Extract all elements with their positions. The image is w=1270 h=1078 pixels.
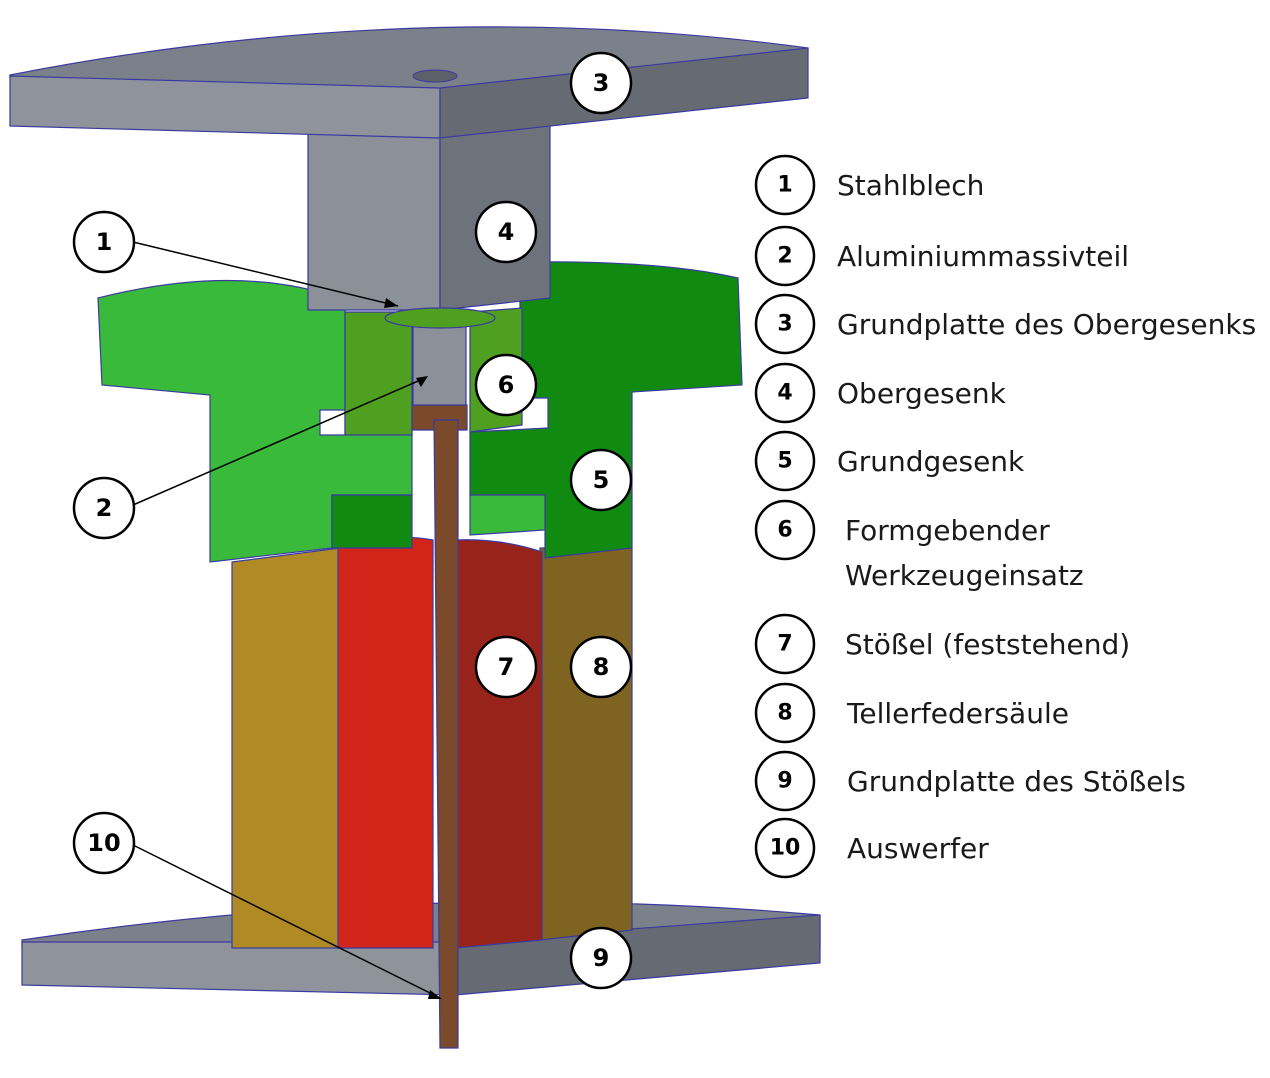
- leader-line-10: [132, 844, 441, 999]
- callout-2-number: 2: [96, 494, 113, 522]
- legend-item-5-label: Grundgesenk: [837, 445, 1025, 478]
- shaping-insert-left: [344, 311, 413, 436]
- legend: 1 Stahlblech 2 Aluminiummassivteil 3 Gru…: [754, 154, 1256, 879]
- ram-left: [337, 536, 434, 949]
- legend-item-4: 4 Obergesenk: [754, 362, 1007, 424]
- lower-die-cavity-right: [469, 494, 546, 536]
- callout-10-number: 10: [87, 829, 120, 857]
- legend-item-6-number: 6: [777, 518, 792, 543]
- lower-die-cavity-left: [331, 494, 413, 549]
- lower-base-plate-front: [21, 941, 456, 996]
- callout-3: 3: [569, 51, 633, 115]
- legend-item-9: 9 Grundplatte des Stößels: [754, 750, 1186, 812]
- legend-item-9-number: 9: [777, 769, 792, 794]
- ejector-pin: [433, 419, 459, 1049]
- steel-sheet: [384, 307, 496, 329]
- leader-line-2: [132, 377, 426, 506]
- upper-die-front: [307, 129, 441, 311]
- legend-item-10: 10 Auswerfer: [754, 817, 989, 879]
- legend-item-2-label: Aluminiummassivteil: [837, 240, 1129, 273]
- legend-item-7-number: 7: [777, 632, 792, 657]
- ejector: [411, 404, 468, 1049]
- ram-right: [454, 539, 543, 949]
- legend-item-10-number: 10: [770, 836, 801, 861]
- legend-item-10-label: Auswerfer: [847, 832, 989, 865]
- callout-8: 8: [569, 635, 633, 699]
- legend-item-5: 5 Grundgesenk: [754, 430, 1025, 492]
- callout-3-number: 3: [593, 69, 610, 97]
- lower-die: [97, 261, 743, 563]
- callout-10: 10: [72, 811, 136, 875]
- legend-item-6: 6 Formgebender Werkzeugeinsatz: [754, 499, 1084, 592]
- callout-5: 5: [569, 448, 633, 512]
- legend-item-8-label: Tellerfedersäule: [846, 697, 1069, 730]
- lower-die-right: [469, 261, 743, 559]
- disc-spring-column-left: [231, 547, 341, 949]
- callout-7: 7: [474, 635, 538, 699]
- upper-base-plate: [9, 26, 809, 139]
- callout-6-number: 6: [498, 371, 515, 399]
- disc-spring-column-right: [539, 547, 633, 941]
- legend-item-4-label: Obergesenk: [837, 377, 1007, 410]
- legend-item-4-number: 4: [777, 381, 792, 406]
- callout-9-number: 9: [593, 944, 610, 972]
- legend-item-6-label-line-2: Werkzeugeinsatz: [845, 559, 1084, 592]
- legend-item-7: 7 Stößel (feststehend): [754, 613, 1130, 675]
- callout-7-number: 7: [498, 653, 515, 681]
- legend-item-7-label: Stößel (feststehend): [845, 628, 1130, 661]
- legend-item-3-number: 3: [777, 312, 792, 337]
- callout-1-number: 1: [96, 228, 113, 256]
- legend-item-6-label-line-1: Formgebender: [845, 514, 1050, 547]
- legend-item-2-number: 2: [777, 244, 792, 269]
- legend-item-2: 2 Aluminiummassivteil: [754, 225, 1129, 287]
- aluminium-part: [412, 317, 467, 409]
- callout-5-number: 5: [593, 466, 610, 494]
- leader-line-1: [132, 241, 399, 307]
- legend-item-1-number: 1: [777, 173, 792, 198]
- leader-lines: [132, 241, 442, 999]
- upper-base-plate-hole: [412, 69, 458, 83]
- callout-4: 4: [474, 200, 538, 264]
- legend-item-3: 3 Grundplatte des Obergesenks: [754, 293, 1256, 355]
- callout-4-number: 4: [498, 218, 515, 246]
- arrowhead-10: [428, 990, 442, 999]
- arrowhead-1: [384, 298, 398, 308]
- callout-2: 2: [72, 476, 136, 540]
- callout-9: 9: [569, 926, 633, 990]
- callout-1: 1: [72, 210, 136, 274]
- legend-item-1-label: Stahlblech: [837, 169, 984, 202]
- legend-item-8-number: 8: [777, 701, 792, 726]
- diagram-callouts: 1 2 3 4 5 6 7 8: [72, 51, 633, 990]
- arrowhead-2: [416, 376, 428, 387]
- legend-item-8: 8 Tellerfedersäule: [754, 682, 1069, 744]
- legend-item-1: 1 Stahlblech: [754, 154, 984, 216]
- legend-item-3-label: Grundplatte des Obergesenks: [837, 308, 1256, 341]
- callout-8-number: 8: [593, 653, 610, 681]
- callout-6: 6: [474, 353, 538, 417]
- legend-item-5-number: 5: [777, 449, 792, 474]
- legend-item-9-label: Grundplatte des Stößels: [847, 765, 1186, 798]
- upper-base-plate-top: [9, 26, 809, 91]
